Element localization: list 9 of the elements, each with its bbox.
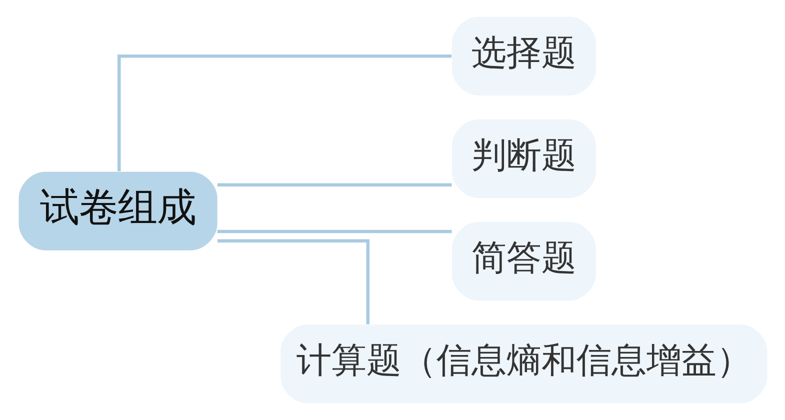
node-box: 计算题（信息熵和信息增益） bbox=[280, 324, 767, 404]
node-box: 简答题 bbox=[451, 222, 596, 301]
node-box: 判断题 bbox=[451, 119, 596, 198]
connector bbox=[216, 183, 452, 187]
node-box: 选择题 bbox=[451, 16, 596, 96]
connector bbox=[216, 230, 452, 234]
node-box: 试卷组成 bbox=[18, 172, 217, 250]
connector bbox=[116, 54, 452, 172]
connector bbox=[217, 239, 370, 324]
